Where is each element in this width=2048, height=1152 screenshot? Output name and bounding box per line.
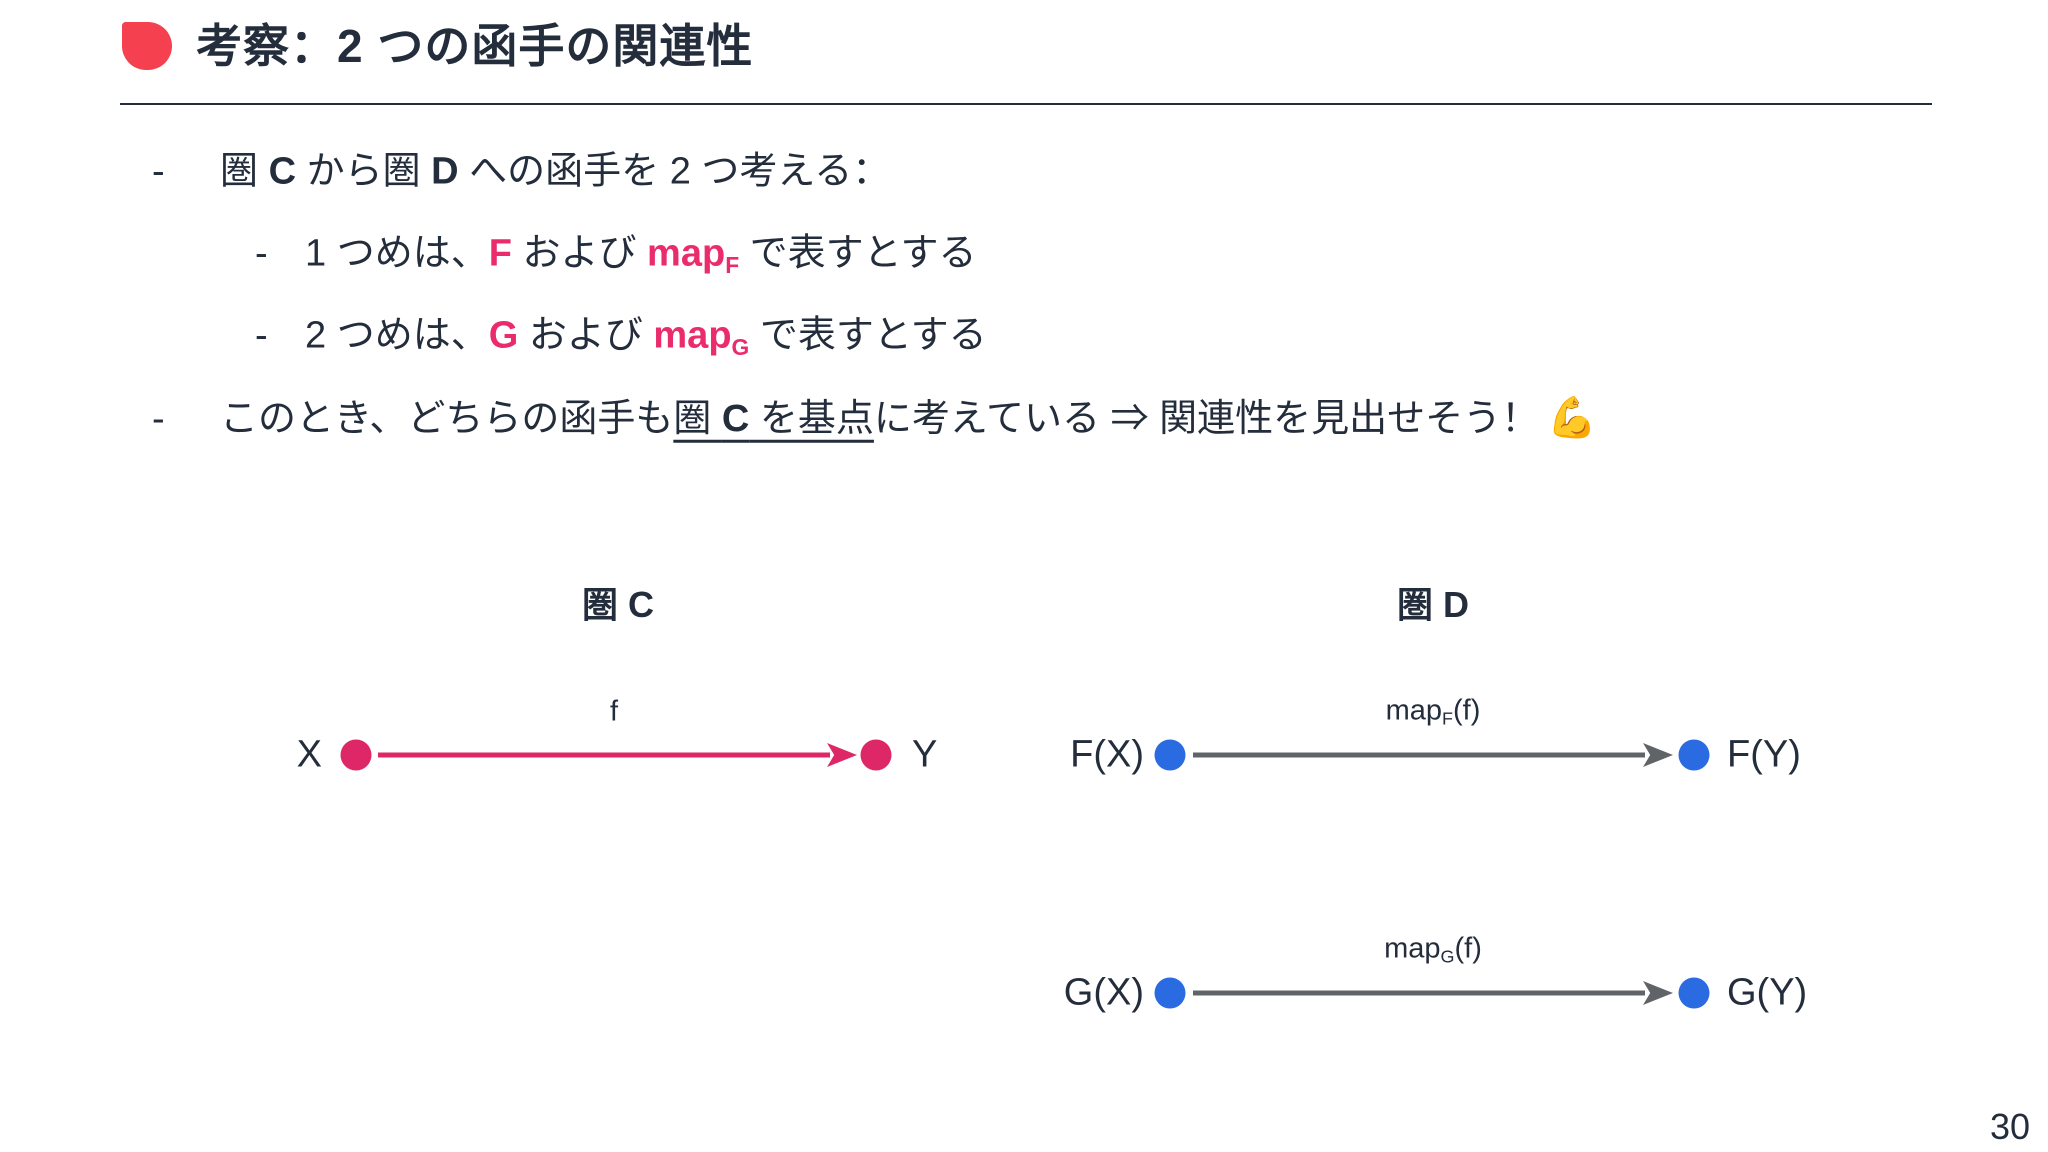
object-fy-dot (1678, 739, 1710, 771)
text-segment: 1 つめは、 (305, 232, 489, 275)
title-divider (120, 103, 1932, 105)
label-suffix: (f) (1453, 694, 1481, 727)
label-subscript: G (1440, 946, 1455, 967)
arrow-f-shaft (378, 752, 830, 758)
node-fx-label: F(X) (1070, 733, 1144, 776)
bullet-text: 2 つめは、G および mapG で表すとする (305, 312, 987, 361)
category-d-heading: 圏 D (1396, 584, 1470, 625)
functor-g-letter: G (488, 314, 519, 357)
text-segment: 圏 (220, 150, 269, 193)
functor-f-letter: F (488, 232, 512, 275)
flexed-biceps-emoji: 💪 (1547, 395, 1597, 440)
morphism-mapf-label: mapF(f) (1386, 694, 1481, 729)
slide-title: 考察：2 つの函手の関連性 (196, 20, 754, 72)
map-g-name: map (653, 314, 732, 357)
category-c-letter: C (268, 150, 297, 193)
text-segment: で表すとする (749, 314, 987, 357)
object-gy-dot (1678, 977, 1710, 1009)
object-y-dot (860, 739, 892, 771)
node-gx-label: G(X) (1063, 971, 1144, 1014)
label-prefix: map (1385, 694, 1443, 727)
underlined-phrase: 圏 C を基点 (673, 398, 874, 440)
text-segment: から圏 (296, 150, 432, 193)
arrow-mapf-head (1643, 743, 1673, 767)
object-x-dot (340, 739, 372, 771)
bullet-dash: - (152, 150, 165, 193)
accent-blob-icon (122, 22, 172, 71)
arrow-mapg-head (1643, 981, 1673, 1005)
text-segment: このとき、どちらの函手も (220, 397, 674, 440)
bullet-text: 圏 C から圏 D への函手を 2 つ考える： (220, 148, 890, 196)
morphism-mapg-label: mapG(f) (1384, 932, 1482, 967)
bullet-first-functor: - 1 つめは、F および mapF で表すとする (255, 230, 977, 279)
category-c-heading: 圏 C (581, 584, 655, 625)
text-segment: で表すとする (739, 232, 977, 275)
node-x-label: X (296, 733, 322, 776)
page-number: 30 (1989, 1106, 2030, 1147)
bullet-dash: - (255, 314, 268, 357)
title-bar: 考察：2 つの函手の関連性 (122, 20, 753, 73)
object-gx-dot (1154, 977, 1186, 1009)
text-segment: 圏 (673, 397, 722, 440)
label-subscript: F (1442, 708, 1454, 729)
arrow-f-head (827, 743, 857, 767)
text-segment: 2 つめは、 (305, 314, 489, 357)
map-f-name: map (647, 232, 726, 275)
label-prefix: map (1384, 932, 1441, 965)
morphism-f-label: f (609, 695, 619, 728)
label-suffix: (f) (1454, 932, 1482, 965)
arrow-mapg-shaft (1193, 990, 1645, 996)
bullet-dash: - (152, 397, 165, 440)
text-segment: および (511, 232, 648, 275)
text-segment: および (518, 314, 654, 357)
map-g-subscript: G (731, 334, 750, 361)
bullet-two-functors: - 圏 C から圏 D への函手を 2 つ考える： (152, 148, 890, 196)
arrow-mapf-shaft (1193, 752, 1645, 758)
object-fx-dot (1154, 739, 1186, 771)
map-f-subscript: F (725, 252, 740, 279)
node-fy-label: F(Y) (1727, 733, 1801, 776)
bullet-text: このとき、どちらの函手も圏 C を基点に考えている ⇒ 関連性を見出せそう！💪 (220, 393, 1597, 444)
text-segment: への函手を 2 つ考える： (458, 150, 891, 193)
bullet-conclusion: - このとき、どちらの函手も圏 C を基点に考えている ⇒ 関連性を見出せそう！… (152, 393, 1597, 444)
text-segment: を基点 (749, 397, 874, 440)
text-segment: に考えている ⇒ 関連性を見出せそう！ (873, 397, 1540, 440)
bullet-second-functor: - 2 つめは、G および mapG で表すとする (255, 312, 987, 361)
node-y-label: Y (912, 733, 938, 776)
category-d-letter: D (431, 150, 459, 193)
node-gy-label: G(Y) (1727, 971, 1808, 1014)
bullet-text: 1 つめは、F および mapF で表すとする (305, 230, 977, 279)
bullet-dash: - (255, 232, 268, 275)
category-c-letter: C (721, 397, 750, 440)
